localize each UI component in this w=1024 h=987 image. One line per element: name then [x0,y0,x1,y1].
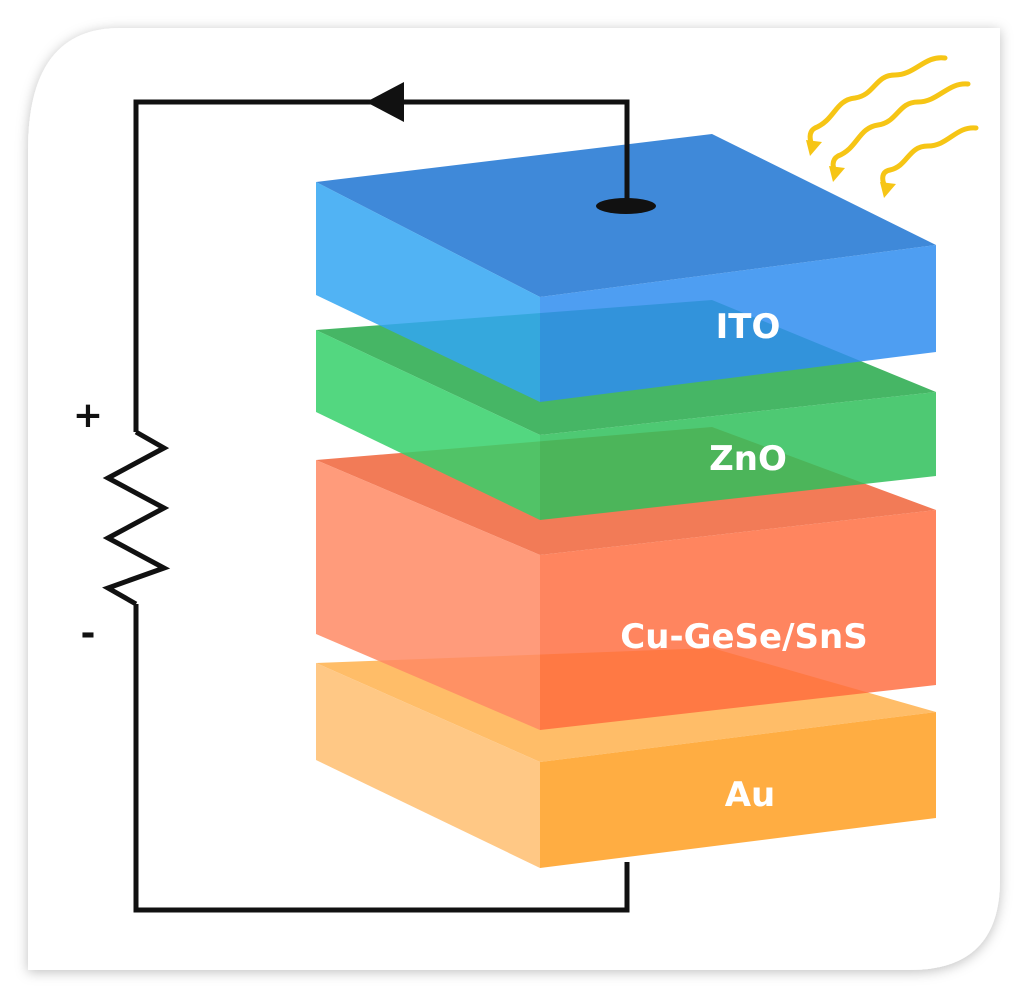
top-contact [596,198,656,214]
light-arrowhead-1 [806,140,822,156]
light-ray-1 [807,55,948,149]
resistor [102,429,171,607]
bottom-wire [133,604,630,913]
current-arrow-icon [366,82,404,122]
ito-label: ITO [716,307,781,347]
ito-layer [316,134,936,402]
absorber-left-face [316,460,540,730]
zno-left-face [316,330,540,520]
absorber-front-face [540,510,936,730]
positive-terminal-label: + [73,395,103,436]
ito-top-face [316,134,936,297]
negative-terminal-label: - [81,613,96,654]
zno-label: ZnO [709,439,787,479]
ito-front-face [540,245,936,402]
au-left-face [316,663,540,868]
light-arrowhead-2 [829,166,845,182]
light-ray-3 [880,125,979,191]
light-arrowhead-3 [880,182,896,198]
zno-front-face [540,392,936,520]
light-arrowheads [806,140,896,198]
au-label: Au [725,775,776,815]
au-front-face [540,712,936,868]
incident-light-icon [807,55,979,191]
ito-left-face [316,182,540,402]
light-ray-2 [830,81,971,175]
absorber-label: Cu-GeSe/SnS [620,617,867,657]
